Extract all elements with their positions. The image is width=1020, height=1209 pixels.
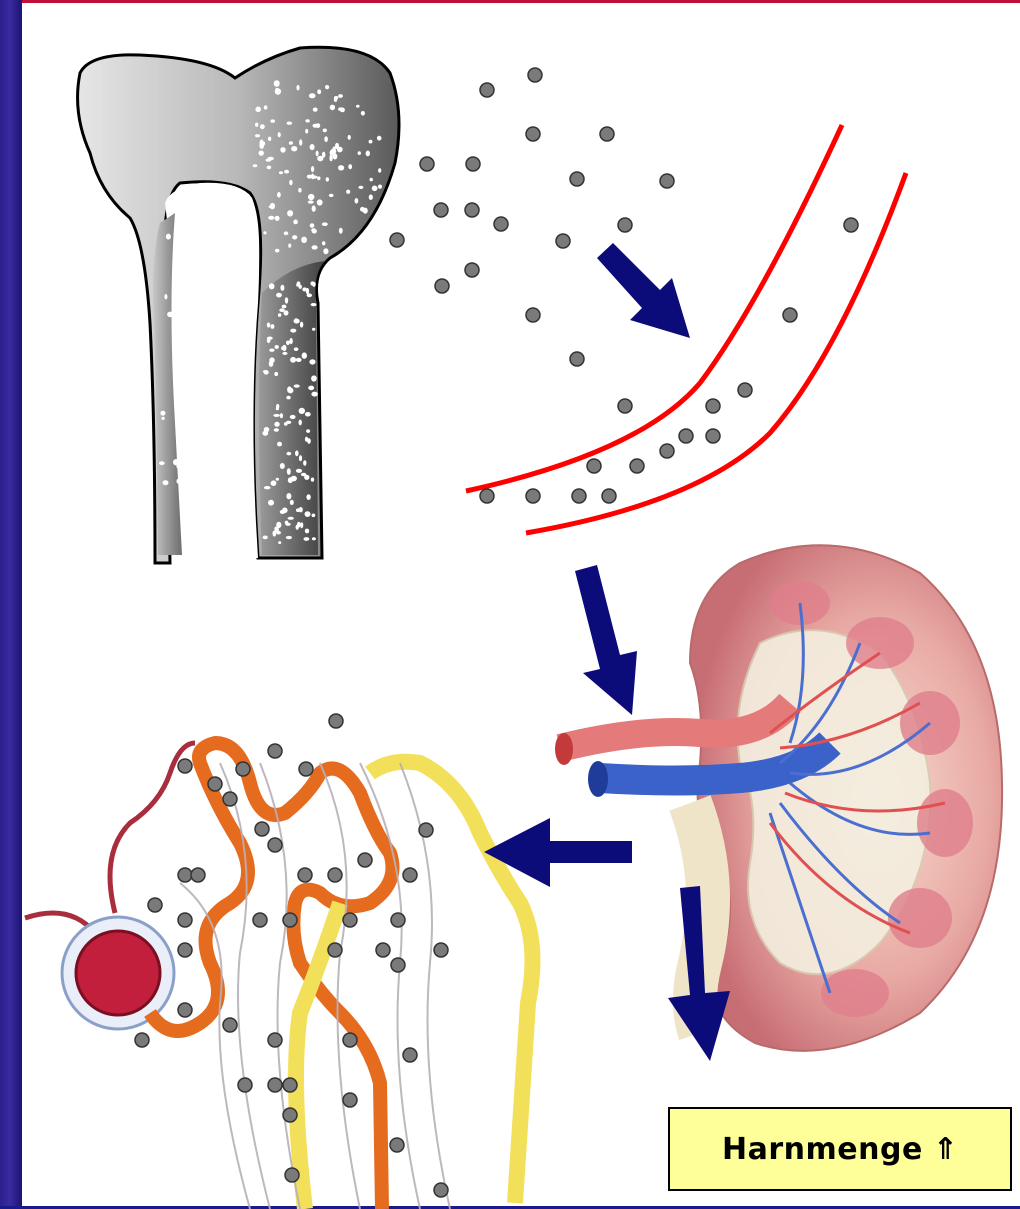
particle bbox=[178, 1003, 192, 1017]
particle bbox=[223, 1018, 237, 1032]
particle bbox=[706, 429, 720, 443]
particle bbox=[148, 898, 162, 912]
particle bbox=[434, 1183, 448, 1197]
particle bbox=[390, 233, 404, 247]
particle bbox=[238, 1078, 252, 1092]
particle bbox=[391, 958, 405, 972]
particle bbox=[480, 83, 494, 97]
particle bbox=[191, 868, 205, 882]
particle bbox=[236, 762, 250, 776]
particle bbox=[376, 943, 390, 957]
particle bbox=[600, 127, 614, 141]
particle bbox=[178, 759, 192, 773]
particle bbox=[420, 157, 434, 171]
particle bbox=[738, 383, 752, 397]
particle bbox=[572, 489, 586, 503]
particle bbox=[465, 203, 479, 217]
kidney-icon bbox=[555, 545, 1002, 1051]
particle bbox=[343, 913, 357, 927]
particle bbox=[403, 1048, 417, 1062]
particle bbox=[268, 1078, 282, 1092]
particle bbox=[602, 489, 616, 503]
particle bbox=[299, 762, 313, 776]
particle bbox=[660, 174, 674, 188]
particle bbox=[465, 263, 479, 277]
particle bbox=[390, 1138, 404, 1152]
arrow-bone-to-vessel bbox=[597, 243, 690, 338]
particle bbox=[208, 777, 222, 791]
particle bbox=[570, 172, 584, 186]
bone-icon bbox=[78, 47, 399, 563]
particle bbox=[328, 943, 342, 957]
particle bbox=[556, 234, 570, 248]
particle bbox=[283, 1078, 297, 1092]
particle bbox=[706, 399, 720, 413]
particle bbox=[844, 218, 858, 232]
particle bbox=[178, 943, 192, 957]
particle bbox=[526, 308, 540, 322]
particle bbox=[268, 1033, 282, 1047]
label-text: Harnmenge bbox=[722, 1132, 923, 1167]
particle bbox=[283, 1108, 297, 1122]
particle bbox=[253, 913, 267, 927]
particle bbox=[660, 444, 674, 458]
particle bbox=[679, 429, 693, 443]
particle bbox=[268, 838, 282, 852]
particle bbox=[526, 127, 540, 141]
particle bbox=[358, 853, 372, 867]
particle bbox=[434, 203, 448, 217]
diagram-canvas: Harnmenge ⇑ bbox=[22, 0, 1020, 1206]
particle bbox=[434, 943, 448, 957]
particle bbox=[630, 459, 644, 473]
nephron-icon bbox=[25, 743, 533, 1209]
particle bbox=[343, 1093, 357, 1107]
increase-arrow-icon: ⇑ bbox=[933, 1132, 958, 1167]
particle bbox=[268, 744, 282, 758]
particle bbox=[783, 308, 797, 322]
particle bbox=[285, 1168, 299, 1182]
particle bbox=[618, 218, 632, 232]
particle bbox=[480, 489, 494, 503]
particle bbox=[135, 1033, 149, 1047]
particle bbox=[526, 489, 540, 503]
particle bbox=[283, 913, 297, 927]
particle bbox=[328, 868, 342, 882]
particle bbox=[587, 459, 601, 473]
particle bbox=[618, 399, 632, 413]
diagram-svg bbox=[22, 3, 1020, 1209]
particle bbox=[391, 913, 405, 927]
particle bbox=[329, 714, 343, 728]
particle bbox=[178, 868, 192, 882]
particle bbox=[223, 792, 237, 806]
particle bbox=[570, 352, 584, 366]
particle bbox=[343, 1033, 357, 1047]
urine-volume-label: Harnmenge ⇑ bbox=[668, 1107, 1012, 1191]
particle bbox=[419, 823, 433, 837]
particle bbox=[178, 913, 192, 927]
particle bbox=[298, 868, 312, 882]
particle bbox=[435, 279, 449, 293]
particle bbox=[255, 822, 269, 836]
arrow-vessel-to-kidney bbox=[575, 565, 637, 715]
particle bbox=[466, 157, 480, 171]
particle bbox=[403, 868, 417, 882]
particle bbox=[528, 68, 542, 82]
particle bbox=[494, 217, 508, 231]
